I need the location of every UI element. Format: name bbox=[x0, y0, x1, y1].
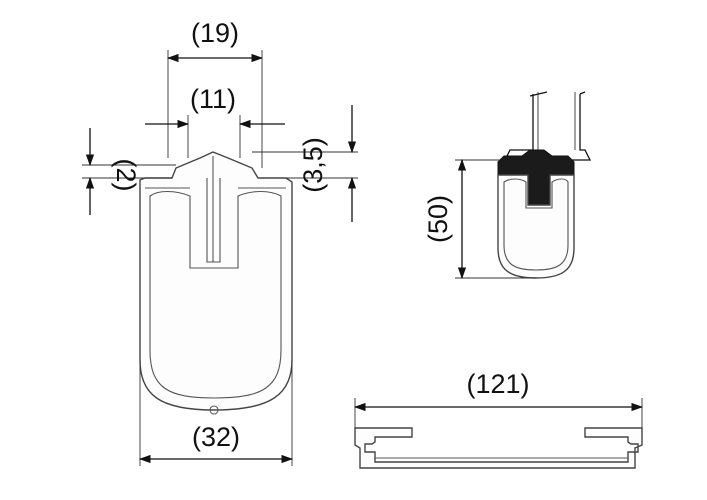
label-slot-width: (11) bbox=[190, 84, 236, 114]
mounting-bracket-inner bbox=[537, 92, 576, 150]
label-profile-length: (121) bbox=[466, 369, 529, 399]
installed-profile-outline bbox=[497, 174, 575, 279]
profile-outer-body bbox=[139, 151, 293, 411]
installed-profile-view bbox=[497, 91, 592, 279]
main-profile-section bbox=[139, 151, 293, 415]
profile-center-slot bbox=[206, 178, 221, 263]
dimension-slot-width: (11) bbox=[145, 84, 285, 158]
dimension-overall-width: (32) bbox=[138, 360, 294, 466]
dimension-profile-length: (121) bbox=[353, 369, 644, 428]
flat-profile-view bbox=[354, 427, 643, 469]
dimension-top-width: (19) bbox=[166, 18, 264, 168]
profile-inner-cavity bbox=[149, 190, 282, 399]
flat-profile-outline bbox=[354, 427, 643, 469]
dimension-installed-height: (50) bbox=[423, 158, 536, 280]
label-lip-height: (3,5) bbox=[298, 137, 328, 193]
mounting-bracket bbox=[503, 91, 592, 161]
dimension-flange-thickness: (2) bbox=[82, 128, 176, 215]
profile-bottom-notch bbox=[209, 405, 219, 415]
installed-profile-inner bbox=[503, 178, 569, 271]
label-top-width: (19) bbox=[191, 18, 239, 48]
label-flange-thickness: (2) bbox=[111, 159, 141, 192]
label-installed-height: (50) bbox=[423, 195, 453, 243]
label-overall-width: (32) bbox=[192, 422, 240, 452]
dimension-lip-height: (3,5) bbox=[252, 105, 358, 222]
